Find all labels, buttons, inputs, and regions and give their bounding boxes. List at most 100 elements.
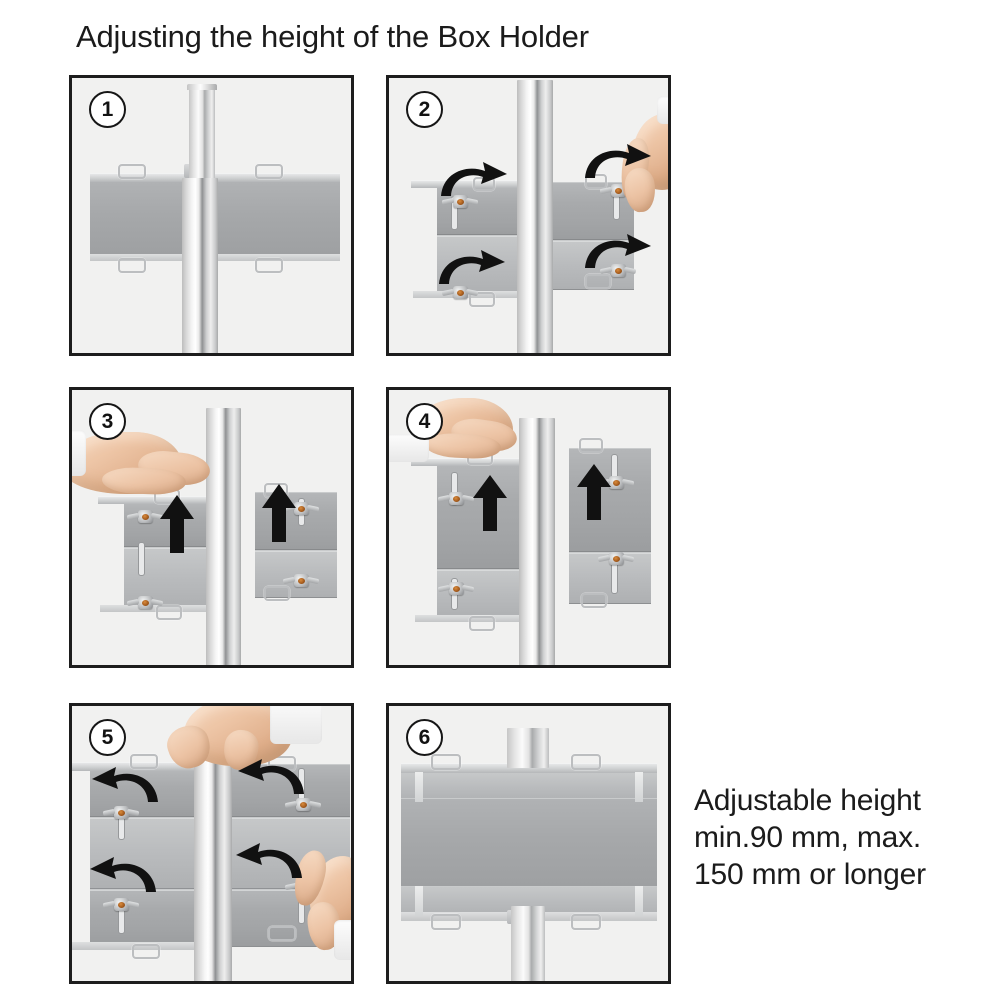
adjustable-height-caption: Adjustable height min.90 mm, max. 150 mm…: [694, 782, 994, 893]
hook-clip: [579, 438, 603, 453]
step-panel-6: 6: [386, 703, 671, 984]
pole: [519, 418, 555, 665]
pole: [517, 80, 553, 353]
holder-seam2-left: [90, 888, 200, 891]
step-2-illustration: [389, 78, 668, 353]
thumb-screw-upper-left: [126, 510, 164, 523]
curved-arrow-left-icon: [88, 854, 160, 896]
hook-clip: [571, 914, 601, 930]
pole-upper-segment: [507, 728, 549, 768]
step-panel-3: 3: [69, 387, 354, 668]
hook-clip: [581, 593, 607, 608]
holder-top-rail-left: [98, 496, 208, 504]
hook-clip: [255, 258, 283, 273]
step-4-illustration: [389, 390, 668, 665]
hook-clip: [585, 174, 607, 189]
caption-line-1: Adjustable height: [694, 784, 921, 817]
step-panel-2: 2: [386, 75, 671, 356]
holder-side-strip: [415, 886, 423, 916]
thumb-screw-upper-left: [441, 195, 479, 208]
thumb-screw-lower-right: [599, 264, 637, 277]
holder-seam-right: [232, 816, 350, 819]
step-panel-1: 1: [69, 75, 354, 356]
step-number-badge: 4: [406, 403, 443, 440]
caption-line-2: min.90 mm, max.: [694, 821, 922, 854]
hook-clip: [132, 944, 160, 959]
hook-clip: [156, 605, 182, 620]
thumb-screw-lower-left: [441, 286, 479, 299]
holder-bottom-lip-left: [72, 942, 200, 950]
step-number-badge: 6: [406, 719, 443, 756]
hook-clip: [585, 274, 611, 289]
hook-clip: [431, 754, 461, 770]
pole: [194, 732, 232, 981]
holder-seam-left: [124, 546, 208, 549]
step-3-illustration: [72, 390, 351, 665]
holder-upper-right: [569, 448, 651, 554]
curved-arrow-right-icon: [581, 232, 653, 272]
pole-lower-segment: [511, 906, 545, 981]
steps-grid: 1: [69, 75, 671, 984]
pole-cap: [187, 84, 217, 90]
step-panel-5: 5: [69, 703, 354, 984]
holder-top-rail-left: [411, 180, 519, 188]
pole-upper-segment: [189, 86, 215, 190]
holder-side-strip: [415, 772, 423, 802]
hook-clip: [118, 164, 146, 179]
curved-arrow-right-icon: [437, 160, 509, 200]
curved-arrow-left-icon: [90, 764, 162, 806]
thumb-screw-lower-right: [282, 574, 320, 587]
curved-arrow-left-icon: [236, 756, 308, 798]
arrow-up-icon: [577, 464, 611, 520]
holder-bottom-lip-left: [100, 605, 208, 612]
hook-clip: [469, 292, 495, 307]
thumb-screw-upper-right: [282, 502, 320, 515]
curved-arrow-right-icon: [581, 142, 653, 182]
thumb-screw-upper-right: [597, 476, 635, 489]
hook-clip: [431, 914, 461, 930]
curved-arrow-left-icon: [234, 840, 306, 882]
holder-seam-left: [437, 234, 519, 237]
adjustment-slot: [451, 472, 458, 506]
holder-side-strip: [635, 886, 643, 916]
curved-arrow-right-icon: [435, 248, 507, 288]
hook-clip: [255, 164, 283, 179]
hook-clip: [571, 754, 601, 770]
holder-top-rail-left: [72, 762, 200, 771]
step-1-illustration: [72, 78, 351, 353]
thumb-screw-upper-right: [284, 798, 322, 811]
holder-top-rail: [90, 173, 340, 182]
arrow-up-icon: [473, 475, 507, 531]
hook-clip: [130, 754, 158, 769]
thumb-screw-lower-right: [597, 552, 635, 565]
step-number-badge: 5: [89, 719, 126, 756]
thumb-screw-lower-left: [126, 596, 164, 609]
thumb-screw-lower-left: [102, 898, 140, 911]
holder-lower-left: [90, 889, 200, 947]
adjustment-slot: [611, 560, 618, 594]
hook-clip: [118, 258, 146, 273]
page-title: Adjusting the height of the Box Holder: [76, 19, 589, 54]
adjustment-slot: [138, 542, 145, 576]
thumb-screw-upper-left: [102, 806, 140, 819]
hook-clip: [469, 616, 495, 631]
step-number-badge: 2: [406, 91, 443, 128]
thumb-screw-upper-left: [437, 492, 475, 505]
step-panel-4: 4: [386, 387, 671, 668]
hook-clip: [264, 586, 290, 601]
holder-seam-right: [552, 239, 634, 242]
pole: [206, 408, 241, 665]
step-6-illustration: [389, 706, 668, 981]
hook-clip: [268, 926, 296, 941]
holder-body: [401, 798, 657, 888]
step-number-badge: 3: [89, 403, 126, 440]
arrow-up-icon: [262, 484, 296, 542]
holder-side-strip: [635, 772, 643, 802]
holder-seam-left: [90, 816, 200, 819]
holder-seam-right: [255, 549, 337, 552]
step-number-badge: 1: [89, 91, 126, 128]
holder-seam-left: [437, 568, 523, 571]
step-5-illustration: [72, 706, 351, 981]
thumb-screw-lower-left: [437, 582, 475, 595]
